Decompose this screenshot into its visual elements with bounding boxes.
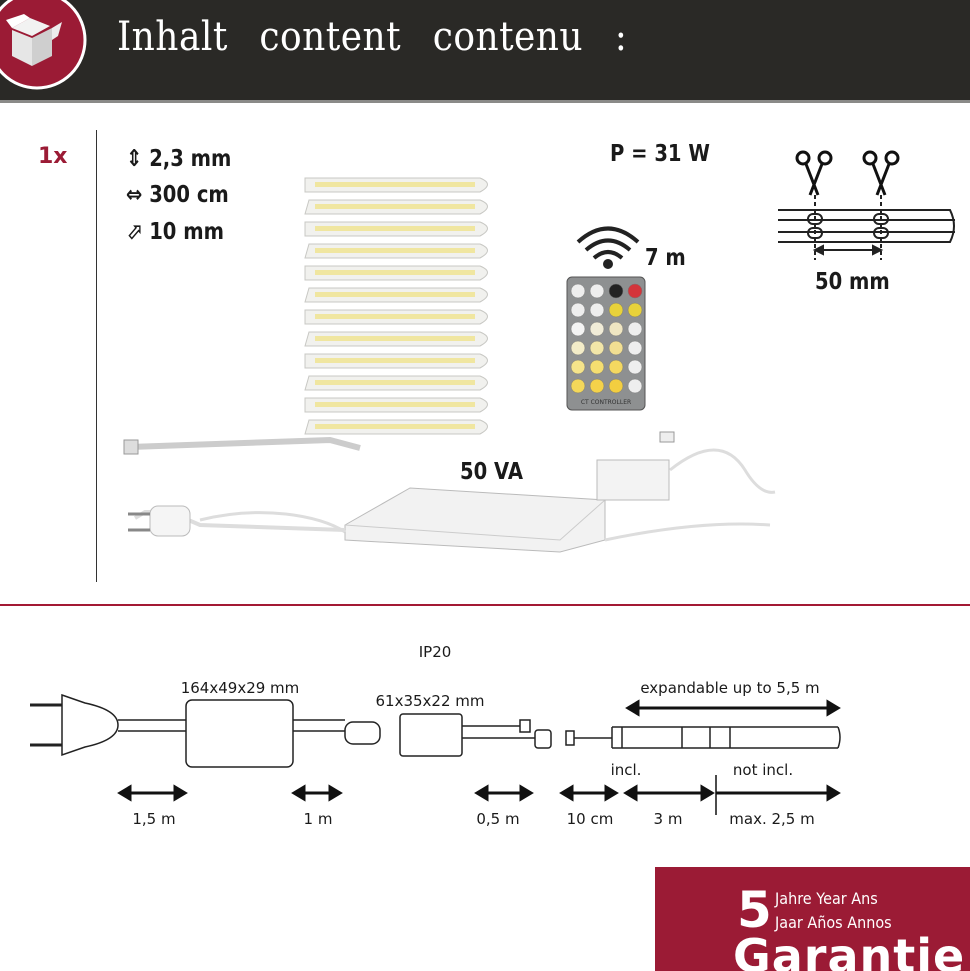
- warranty-word: Garantie: [733, 929, 966, 971]
- arrowhead: [474, 784, 489, 802]
- arrowhead: [328, 784, 343, 802]
- length-label: 1 m: [304, 810, 333, 828]
- remote-label: CT CONTROLLER: [581, 399, 631, 406]
- remote-button: [627, 283, 643, 299]
- arrowhead: [117, 784, 132, 802]
- header-title: Inhalt content contenu :: [117, 14, 628, 60]
- cut-interval-label: 50 mm: [815, 269, 890, 295]
- remote-button: [589, 359, 605, 375]
- length-arrows-icon: ⇔: [126, 182, 143, 208]
- arrowhead: [173, 784, 188, 802]
- warranty-years: 5: [737, 881, 772, 939]
- remote-range-label: 7 m: [645, 245, 686, 271]
- width-arrow-icon: ⬀: [126, 219, 143, 245]
- warranty-badge: 5 Jahre Year Ans Jaar Años Annos Garanti…: [655, 867, 970, 971]
- ip-rating: IP20: [419, 643, 452, 661]
- power-label: P = 31 W: [610, 141, 710, 167]
- euro-plug: [128, 505, 346, 537]
- led-row: [315, 314, 475, 319]
- remote-button: [608, 340, 624, 356]
- arrowhead: [700, 784, 715, 802]
- length-label: 1,5 m: [132, 810, 175, 828]
- length-label: 3 m: [654, 810, 683, 828]
- remote-button: [570, 359, 586, 375]
- warranty-line-2: Jaar Años Annos: [775, 913, 892, 932]
- remote-button: [589, 283, 605, 299]
- remote-button: [589, 378, 605, 394]
- led-row: [315, 248, 475, 253]
- quantity-label: 1x: [38, 144, 68, 169]
- spec-height: ⇕ 2,3 mm: [126, 146, 231, 172]
- remote-button: [570, 302, 586, 318]
- remote-button: [627, 340, 643, 356]
- controller-box: [596, 431, 776, 542]
- spec-length: ⇔ 300 cm: [126, 182, 229, 208]
- header-bar: Inhalt content contenu :: [0, 0, 970, 103]
- expandable-label: expandable up to 5,5 m: [640, 679, 819, 697]
- remote-button: [627, 321, 643, 337]
- led-strip-reel: [304, 177, 488, 435]
- remote-button: [608, 359, 624, 375]
- remote-control: [566, 276, 646, 411]
- led-row: [315, 182, 475, 187]
- spec-value: 300 cm: [149, 182, 229, 208]
- divider: [96, 130, 97, 582]
- length-label: 0,5 m: [476, 810, 519, 828]
- height-arrows-icon: ⇕: [126, 146, 143, 172]
- led-row: [315, 336, 475, 341]
- driver-dimensions: 164x49x29 mm: [181, 679, 300, 697]
- scissors-icon: [862, 150, 900, 196]
- led-row: [315, 204, 475, 209]
- led-row: [315, 270, 475, 275]
- arrowhead: [623, 784, 638, 802]
- arrowhead: [826, 699, 841, 717]
- open-box-icon: [0, 0, 87, 90]
- product-illustration: CT CONTROLLER: [123, 150, 955, 553]
- not-included-label: not incl.: [733, 761, 793, 779]
- controller-dimensions: 61x35x22 mm: [375, 692, 484, 710]
- remote-button: [570, 283, 586, 299]
- remote-button: [589, 321, 605, 337]
- remote-button: [589, 340, 605, 356]
- arrowhead: [604, 784, 619, 802]
- spec-value: 2,3 mm: [149, 146, 232, 172]
- cut-diagram: [778, 195, 955, 260]
- remote-button: [570, 378, 586, 394]
- remote-button: [608, 302, 624, 318]
- spec-value: 10 mm: [149, 219, 224, 245]
- length-label: max. 2,5 m: [729, 810, 814, 828]
- arrowhead: [625, 699, 640, 717]
- remote-button: [627, 302, 643, 318]
- led-strip-cable: [123, 436, 361, 455]
- remote-button: [589, 302, 605, 318]
- remote-button: [608, 321, 624, 337]
- led-row: [315, 424, 475, 429]
- arrowhead: [559, 784, 574, 802]
- driver-rating-label: 50 VA: [460, 459, 523, 485]
- led-row: [315, 358, 475, 363]
- section-divider: [0, 604, 970, 606]
- remote-button: [608, 378, 624, 394]
- scissors-icon: [795, 150, 833, 196]
- arrowhead: [826, 784, 841, 802]
- led-row: [315, 226, 475, 231]
- remote-button: [627, 378, 643, 394]
- led-row: [315, 292, 475, 297]
- arrowhead: [519, 784, 534, 802]
- arrowhead: [291, 784, 306, 802]
- wifi-icon: [576, 226, 640, 269]
- warranty-line-1: Jahre Year Ans: [775, 889, 878, 908]
- led-row: [315, 402, 475, 407]
- remote-button: [570, 340, 586, 356]
- remote-button: [570, 321, 586, 337]
- remote-button: [627, 359, 643, 375]
- length-label: 10 cm: [567, 810, 614, 828]
- spec-width: ⬀ 10 mm: [126, 219, 224, 245]
- included-label: incl.: [611, 761, 642, 779]
- power-driver: [344, 487, 606, 553]
- remote-button: [608, 283, 624, 299]
- led-row: [315, 380, 475, 385]
